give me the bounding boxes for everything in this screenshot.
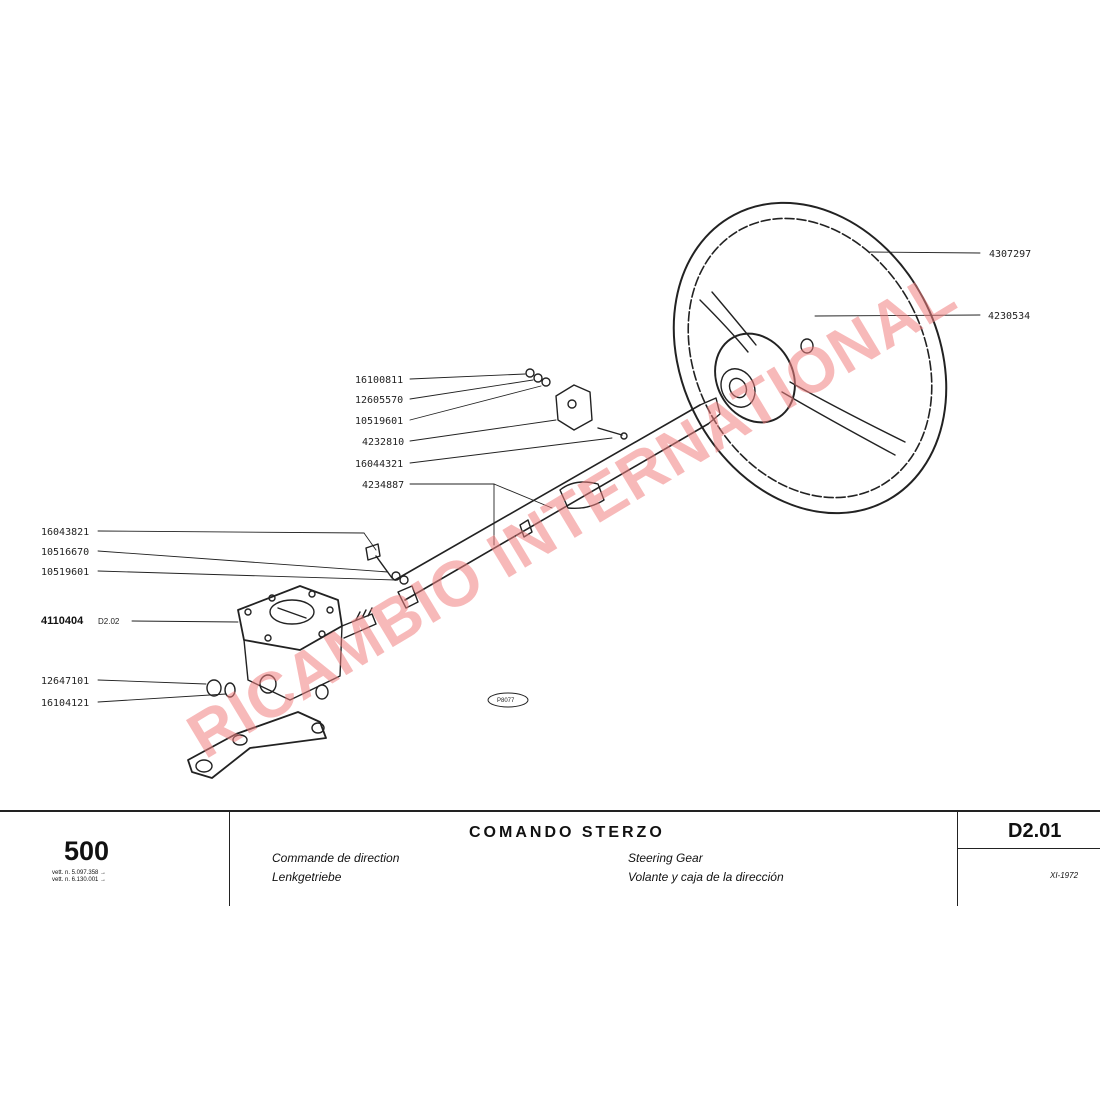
title-block-top-rule [0,810,1100,812]
issue-date: XI-1972 [1050,871,1079,880]
figure-id: P8077 [497,698,515,704]
steering-box-drawing [237,585,377,701]
title-block-divider-right [957,810,958,906]
part-number-4307297: 4307297 [989,249,1031,260]
subtitle-en: Steering Gear [628,851,703,865]
part-reference-d2-02: D2.02 [98,617,120,626]
title-block-code-rule [957,848,1100,849]
title-block-divider-left [229,810,230,906]
nut-washer-drawing [206,679,236,698]
vett-line-1: vett. n. 5.097.358 → [52,870,107,876]
part-number-12647101: 12647101 [41,676,89,687]
subtitle-es: Volante y caja de la dirección [628,870,784,884]
title-block: 500 vett. n. 5.097.358 → vett. n. 6.130.… [0,810,1100,906]
subtitle-de: Lenkgetriebe [272,870,342,884]
part-number-4110404: 4110404 [41,615,84,627]
part-number-16043821: 16043821 [41,527,89,538]
steering-wheel-drawing [672,201,948,515]
part-number-4230534: 4230534 [988,311,1030,322]
steering-column-drawing [394,397,721,609]
part-number-10519601-lower: 10519601 [41,567,89,578]
part-number-10519601-upper: 10519601 [355,416,403,427]
part-number-16104121: 16104121 [41,698,89,709]
model-number: 500 [64,836,110,866]
part-number-4234887: 4234887 [362,480,404,491]
part-number-16100811: 16100811 [355,375,403,386]
page-title: COMANDO STERZO [469,824,665,841]
part-number-4232810: 4232810 [362,437,404,448]
watermark: RICAMBIO INTERNATIONAL [175,256,967,772]
vett-line-2: vett. n. 6.130.001 → [52,877,107,883]
subtitle-fr: Commande de direction [272,851,400,865]
pitman-arm-drawing [187,711,327,779]
part-number-12605570: 12605570 [355,395,403,406]
part-number-16044321: 16044321 [355,459,403,470]
page-code: D2.01 [1008,820,1062,842]
column-clamp-drawing [525,368,628,440]
part-number-10516670: 10516670 [41,547,89,558]
leader-lines [97,251,981,703]
